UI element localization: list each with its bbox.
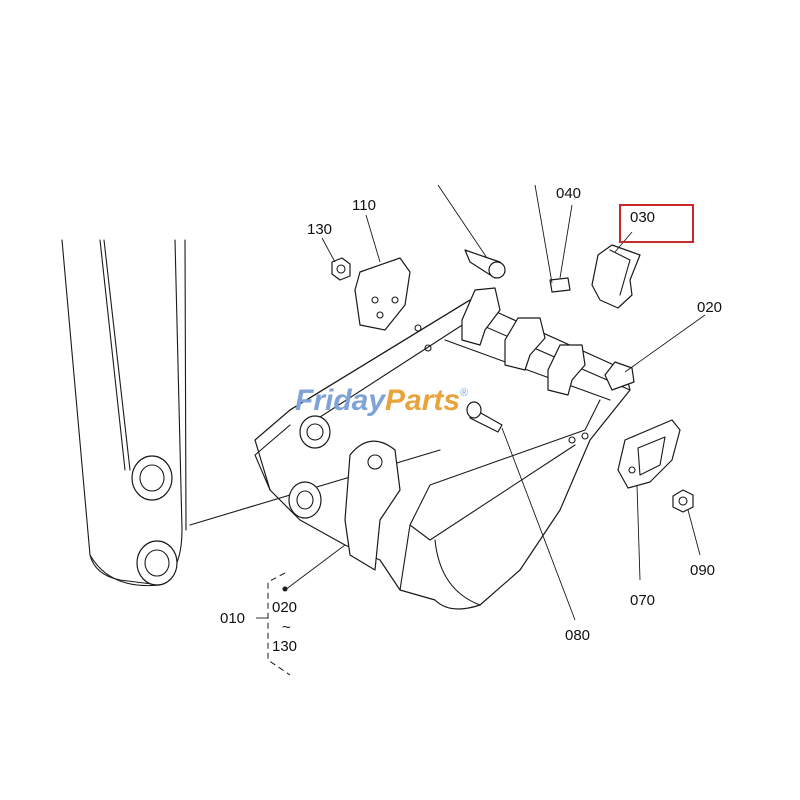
range-bracket-010 — [256, 572, 291, 676]
arm-pin-boss-upper — [131, 455, 173, 501]
bucket-teeth-adapters — [461, 287, 635, 396]
leader-lines — [284, 184, 706, 621]
highlight-box-030 — [619, 204, 694, 243]
tooth-point-030 — [591, 244, 641, 309]
bolt-080 — [466, 401, 503, 433]
label-040: 040 — [556, 185, 581, 202]
tooth-adapter-4 — [604, 361, 635, 391]
label-range-start-020: 020 — [272, 599, 297, 616]
label-020: 020 — [697, 299, 722, 316]
bucket-pin-boss-front — [299, 415, 331, 449]
tooth-pin-040 — [549, 277, 571, 293]
side-cutter-070 — [617, 419, 681, 489]
tooth-adapter-3 — [547, 344, 586, 396]
label-010: 010 — [220, 610, 245, 627]
label-130: 130 — [307, 221, 332, 238]
part-labels: 110 130 040 030 020 090 070 080 010 020 … — [220, 185, 722, 655]
label-090: 090 — [690, 562, 715, 579]
bucket-link-bracket — [344, 440, 401, 571]
bucket-pin-boss-rear — [288, 481, 322, 519]
side-cutter-110 — [354, 257, 411, 331]
nut-090 — [672, 489, 694, 513]
label-080: 080 — [565, 627, 590, 644]
watermark: FridayParts® — [295, 384, 468, 417]
tooth-adapter-2 — [504, 317, 546, 371]
bucket-body — [189, 299, 631, 610]
nut-130 — [331, 257, 351, 281]
label-range-tilde: ~ — [282, 619, 291, 636]
label-110: 110 — [352, 197, 376, 214]
label-range-end-130: 130 — [272, 638, 297, 655]
label-030: 030 — [630, 209, 655, 226]
label-070: 070 — [630, 592, 655, 609]
arm-assembly — [61, 239, 187, 587]
tooth-adapter-1 — [461, 287, 501, 346]
bolt-upper — [464, 249, 506, 279]
arm-pin-boss-lower — [136, 540, 178, 586]
